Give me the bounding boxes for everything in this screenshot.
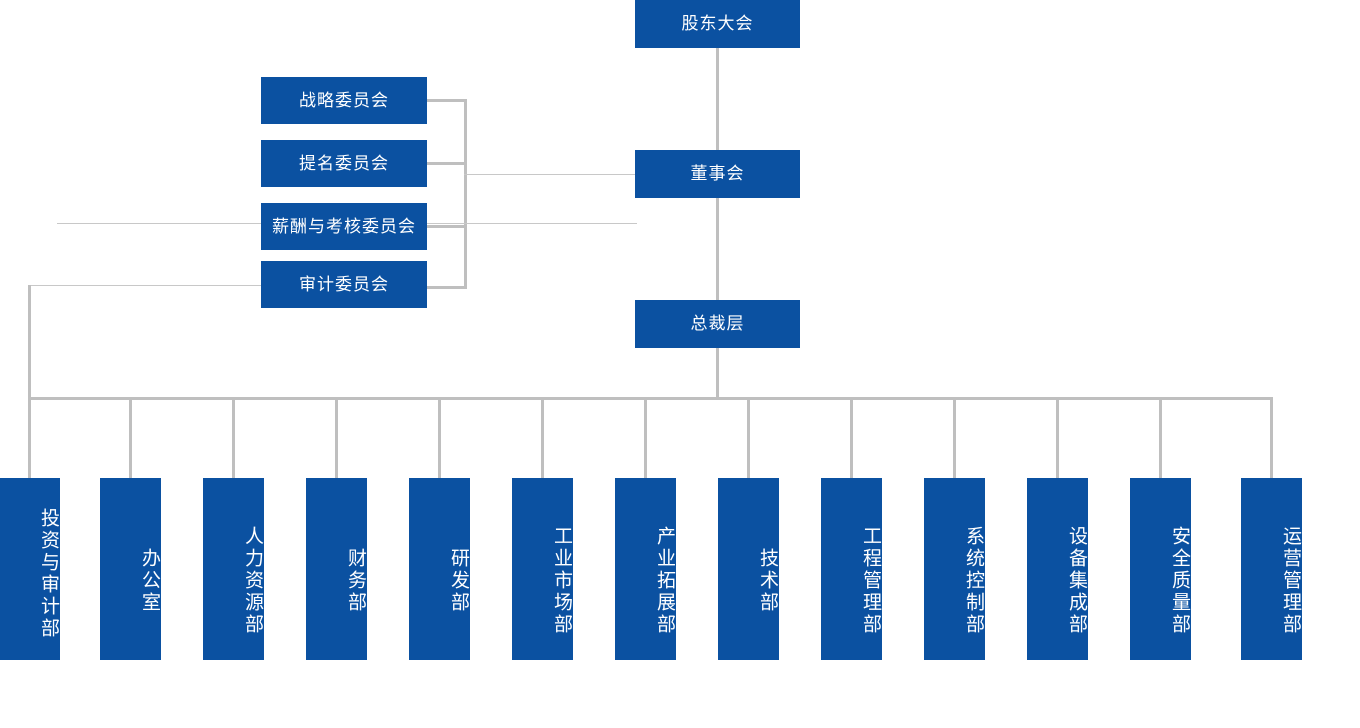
node-committee-compensation-appraisal[interactable]: 薪酬与考核委员会 [261, 203, 427, 250]
connector-board-to-president [716, 198, 719, 300]
node-label: 工程管理部 [860, 526, 881, 636]
connector-compensation-right [427, 223, 637, 224]
connector-audit-left [28, 285, 262, 286]
connector-dept-drop-2 [129, 397, 132, 479]
node-committee-strategy[interactable]: 战略委员会 [261, 77, 427, 124]
connector-dept-drop-5 [438, 397, 441, 479]
node-label: 技术部 [757, 548, 778, 614]
node-label: 工业市场部 [551, 526, 572, 636]
node-label: 人力资源部 [242, 526, 263, 636]
node-department-investment-audit[interactable]: 投资与审计部 [0, 478, 60, 660]
connector-president-to-bus [716, 348, 719, 400]
node-label: 审计委员会 [299, 274, 389, 294]
connector-dept-drop-7 [644, 397, 647, 479]
connector-compensation-left [57, 223, 262, 224]
node-label: 投资与审计部 [38, 508, 59, 640]
node-department-operations-management[interactable]: 运营管理部 [1241, 478, 1302, 660]
node-department-office[interactable]: 办公室 [100, 478, 161, 660]
connector-department-bus [28, 397, 1273, 400]
connector-dept-drop-8 [747, 397, 750, 479]
connector-committee-stub-4 [427, 286, 467, 289]
node-label: 战略委员会 [299, 90, 389, 110]
node-committee-audit[interactable]: 审计委员会 [261, 261, 427, 308]
node-board-of-directors[interactable]: 董事会 [635, 150, 800, 198]
connector-dept-drop-11 [1056, 397, 1059, 479]
connector-dept-drop-13 [1270, 397, 1273, 479]
connector-committee-spine-to-board [464, 174, 636, 175]
connector-committee-stub-3 [427, 225, 467, 228]
node-department-finance[interactable]: 财务部 [306, 478, 367, 660]
connector-committee-stub-2 [427, 162, 467, 165]
node-committee-nomination[interactable]: 提名委员会 [261, 140, 427, 187]
node-label: 产业拓展部 [654, 526, 675, 636]
node-department-research-development[interactable]: 研发部 [409, 478, 470, 660]
node-label: 薪酬与考核委员会 [272, 216, 416, 236]
node-department-equipment-integration[interactable]: 设备集成部 [1027, 478, 1088, 660]
connector-dept-drop-1 [28, 397, 31, 479]
connector-dept-drop-12 [1159, 397, 1162, 479]
connector-committee-spine [464, 99, 467, 286]
node-label: 总裁层 [690, 314, 745, 334]
node-label: 设备集成部 [1066, 526, 1087, 636]
connector-dept-drop-9 [850, 397, 853, 479]
node-department-safety-quality[interactable]: 安全质量部 [1130, 478, 1191, 660]
node-department-system-control[interactable]: 系统控制部 [924, 478, 985, 660]
node-department-industry-expansion[interactable]: 产业拓展部 [615, 478, 676, 660]
node-president-level[interactable]: 总裁层 [635, 300, 800, 348]
connector-dept-drop-10 [953, 397, 956, 479]
connector-shareholders-to-board [716, 48, 719, 150]
node-department-human-resources[interactable]: 人力资源部 [203, 478, 264, 660]
node-label: 运营管理部 [1280, 526, 1301, 636]
node-shareholders-meeting[interactable]: 股东大会 [635, 0, 800, 48]
node-label: 研发部 [448, 548, 469, 614]
connector-audit-drop [28, 285, 31, 399]
node-label: 董事会 [690, 164, 745, 184]
node-label: 办公室 [139, 548, 160, 614]
node-label: 系统控制部 [963, 526, 984, 636]
node-department-engineering-management[interactable]: 工程管理部 [821, 478, 882, 660]
node-label: 提名委员会 [299, 153, 389, 173]
node-label: 财务部 [345, 548, 366, 614]
node-label: 股东大会 [681, 14, 754, 34]
node-department-industrial-market[interactable]: 工业市场部 [512, 478, 573, 660]
node-label: 安全质量部 [1169, 526, 1190, 636]
connector-dept-drop-4 [335, 397, 338, 479]
connector-committee-stub-1 [427, 99, 467, 102]
connector-dept-drop-6 [541, 397, 544, 479]
node-department-technology[interactable]: 技术部 [718, 478, 779, 660]
connector-dept-drop-3 [232, 397, 235, 479]
